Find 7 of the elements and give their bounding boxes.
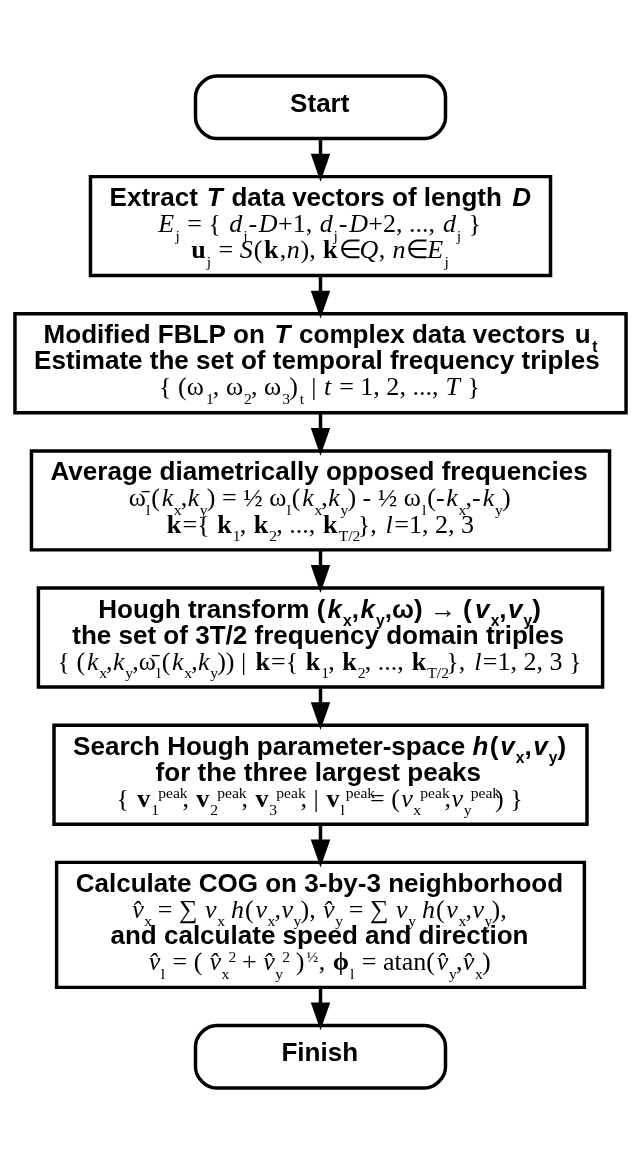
node-box: Search Hough parameter-space h(v$_{x}$,v$_{y}$) for the three largest peaks { v$_{1}$$^{peak}$, v$_{2}$$^{peak}$, v$_{3}$$^{peak}$, | v$_{l}$$^{peak}$= (v$_{x}$$^{peak}$,v$_{y}$$^{peak}$) } (52, 723, 589, 826)
node-box: Modified FBLP on T complex data vectors u$_{t}$ Estimate the set of temporal frequency triples { (ω$_{1}$, ω$_{2}$, ω$_{3}$)$_{t}$ | t = 1, 2, ..., T } (13, 311, 628, 414)
node-box: Hough transform (k$_{x}$,k$_{y}$,ω) → (v$_{x}$,v$_{y}$) the set of 3T/2 frequency domain triples { (k$_{x}$,k$_{y}$,ω̄$_{l}$(k$_{x}$,k$_{y}$)) | k={ k$_{1}$, k$_{2}$, ..., k$_{T/2}$}, l=1, 2, 3 } (36, 585, 605, 689)
node-box: Start (193, 73, 448, 140)
node-box: Finish (193, 1023, 448, 1090)
node-box: Average diametrically opposed frequencies ω̄$_{l}$(k$_{x}$,k$_{y}$) = ½ ω$_{l}$(k$_{x}$,k$_{y}$) - ½ ω$_{l}$(-k$_{x}$,-k$_{y}$) k={ k$_{1}$, k$_{2}$, ..., k$_{T/2}$}, l=1, 2, 3 (29, 448, 612, 552)
node-box: Extract T data vectors of length D E$_{j}$ = { d$_{j}$-D+1, d$_{j}$-D+2, ..., d$_{j}$ } u$_{j}$ = S(k,n), k∈Q, n∈E$_{j}$ (88, 174, 553, 277)
